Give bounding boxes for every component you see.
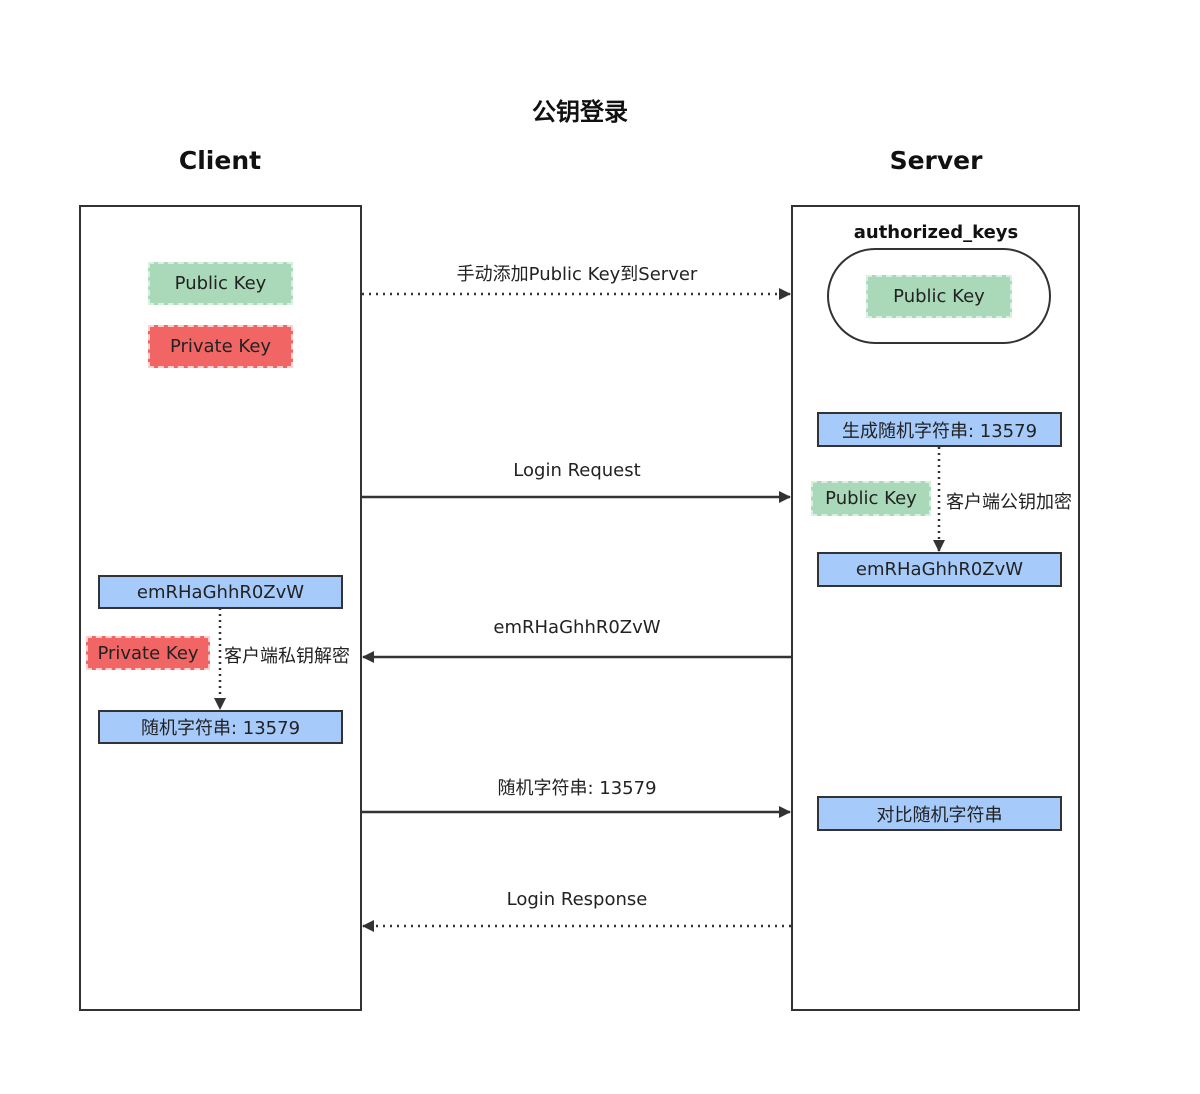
message-label-encrypted: emRHaGhhR0ZvW bbox=[493, 617, 661, 638]
server-stored-public-key: Public Key bbox=[866, 275, 1012, 318]
authorized-keys-container bbox=[827, 248, 1051, 344]
server-encrypted-string: emRHaGhhR0ZvW bbox=[817, 552, 1062, 587]
client-encrypted-string: emRHaGhhR0ZvW bbox=[98, 575, 343, 609]
client-public-key: Public Key bbox=[148, 262, 293, 305]
client-decrypt-private-key: Private Key bbox=[86, 636, 210, 670]
server-lane bbox=[791, 205, 1080, 1011]
authorized-keys-title: authorized_keys bbox=[853, 222, 1019, 243]
server-encrypt-label: 客户端公钥加密 bbox=[946, 492, 1072, 513]
message-label-login-request: Login Request bbox=[513, 460, 641, 481]
client-decrypt-label: 客户端私钥解密 bbox=[224, 646, 350, 667]
client-title: Client bbox=[178, 146, 262, 175]
client-decrypted-string: 随机字符串: 13579 bbox=[98, 710, 343, 744]
message-label-add-public-key: 手动添加Public Key到Server bbox=[456, 264, 698, 285]
client-lane bbox=[79, 205, 362, 1011]
server-generate-random: 生成随机字符串: 13579 bbox=[817, 412, 1062, 447]
server-compare-random: 对比随机字符串 bbox=[817, 796, 1062, 831]
message-label-random-string: 随机字符串: 13579 bbox=[497, 778, 657, 799]
server-encrypt-public-key: Public Key bbox=[811, 481, 931, 516]
client-private-key: Private Key bbox=[148, 325, 293, 368]
diagram-title: 公钥登录 bbox=[532, 98, 628, 126]
server-title: Server bbox=[889, 146, 983, 175]
message-label-login-response: Login Response bbox=[506, 889, 648, 910]
